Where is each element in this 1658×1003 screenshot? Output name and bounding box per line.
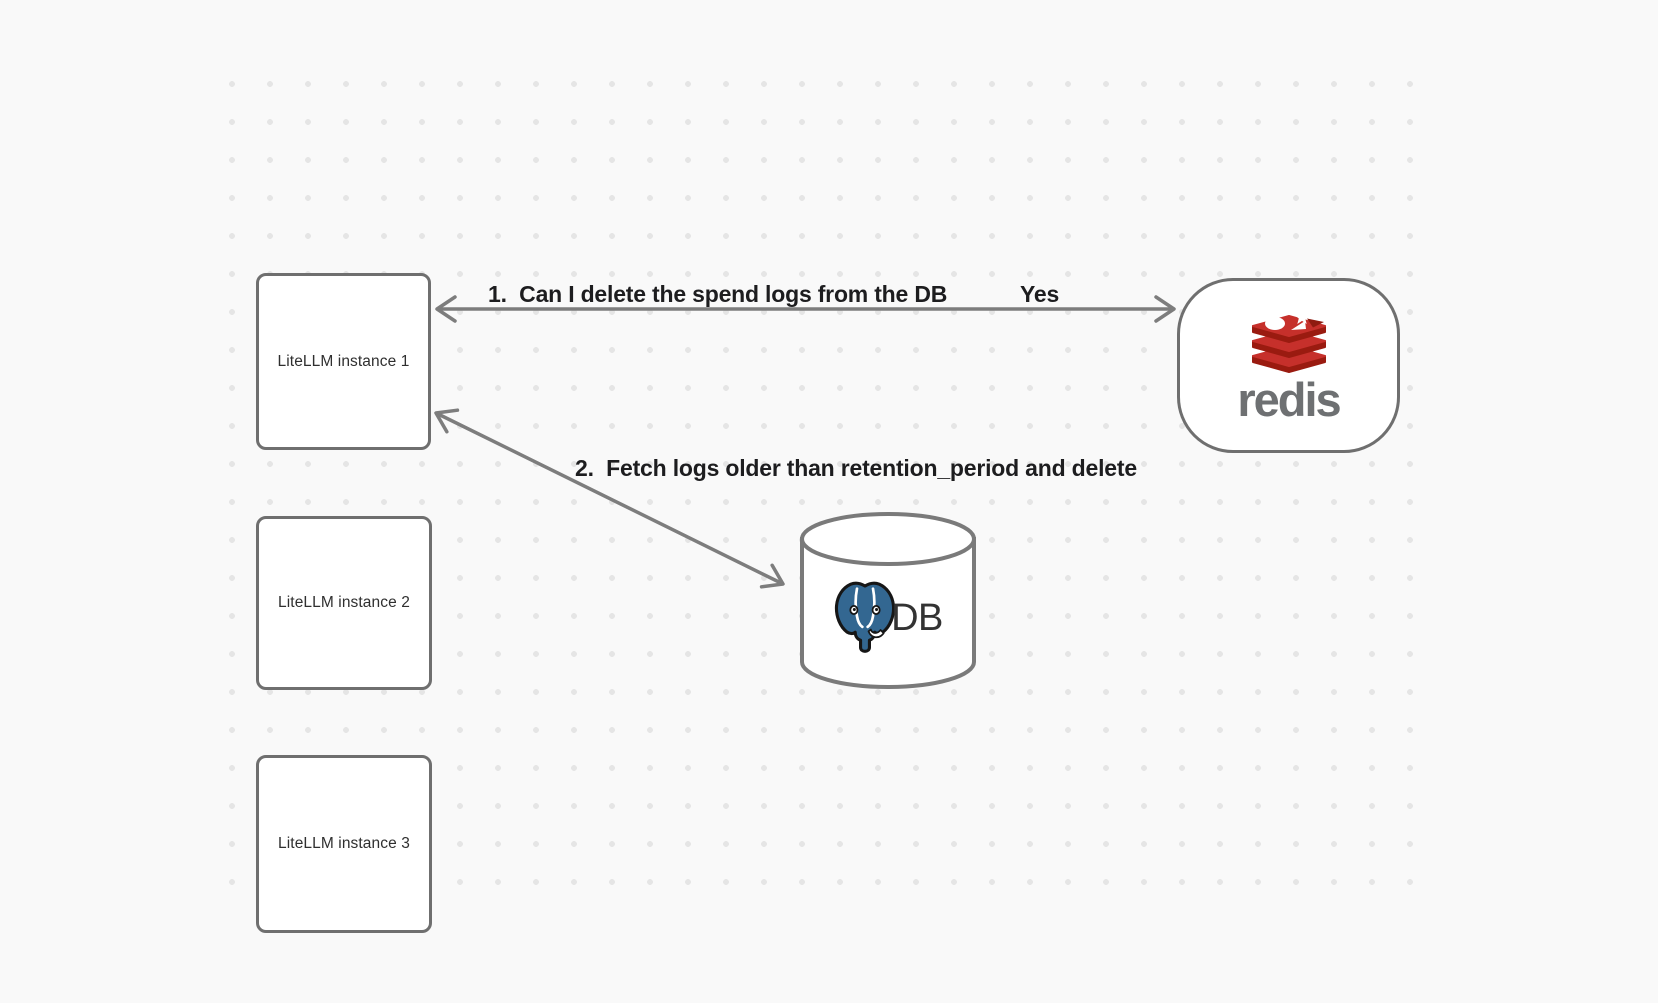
annotation-step2[interactable]: 2. Fetch logs older than retention_perio… <box>575 455 1137 481</box>
node-litellm-instance-3[interactable]: LiteLLM instance 3 <box>256 755 432 933</box>
postgresql-elephant-icon <box>835 581 896 653</box>
node-database[interactable]: DB <box>798 510 978 693</box>
annotation-step1[interactable]: 1. Can I delete the spend logs from the … <box>488 281 948 307</box>
node-litellm-instance-2[interactable]: LiteLLM instance 2 <box>256 516 432 690</box>
redis-wordmark: redis <box>1237 373 1341 426</box>
db-label: DB <box>891 596 943 639</box>
node-litellm-instance-1[interactable]: LiteLLM instance 1 <box>256 273 431 450</box>
redis-logo-icon <box>1251 309 1326 373</box>
node-label: LiteLLM instance 3 <box>278 835 410 852</box>
node-redis[interactable]: redis <box>1177 278 1400 453</box>
node-label: LiteLLM instance 1 <box>277 352 410 370</box>
annotation-step1-reply[interactable]: Yes <box>1020 281 1060 307</box>
node-label: LiteLLM instance 2 <box>278 594 410 611</box>
